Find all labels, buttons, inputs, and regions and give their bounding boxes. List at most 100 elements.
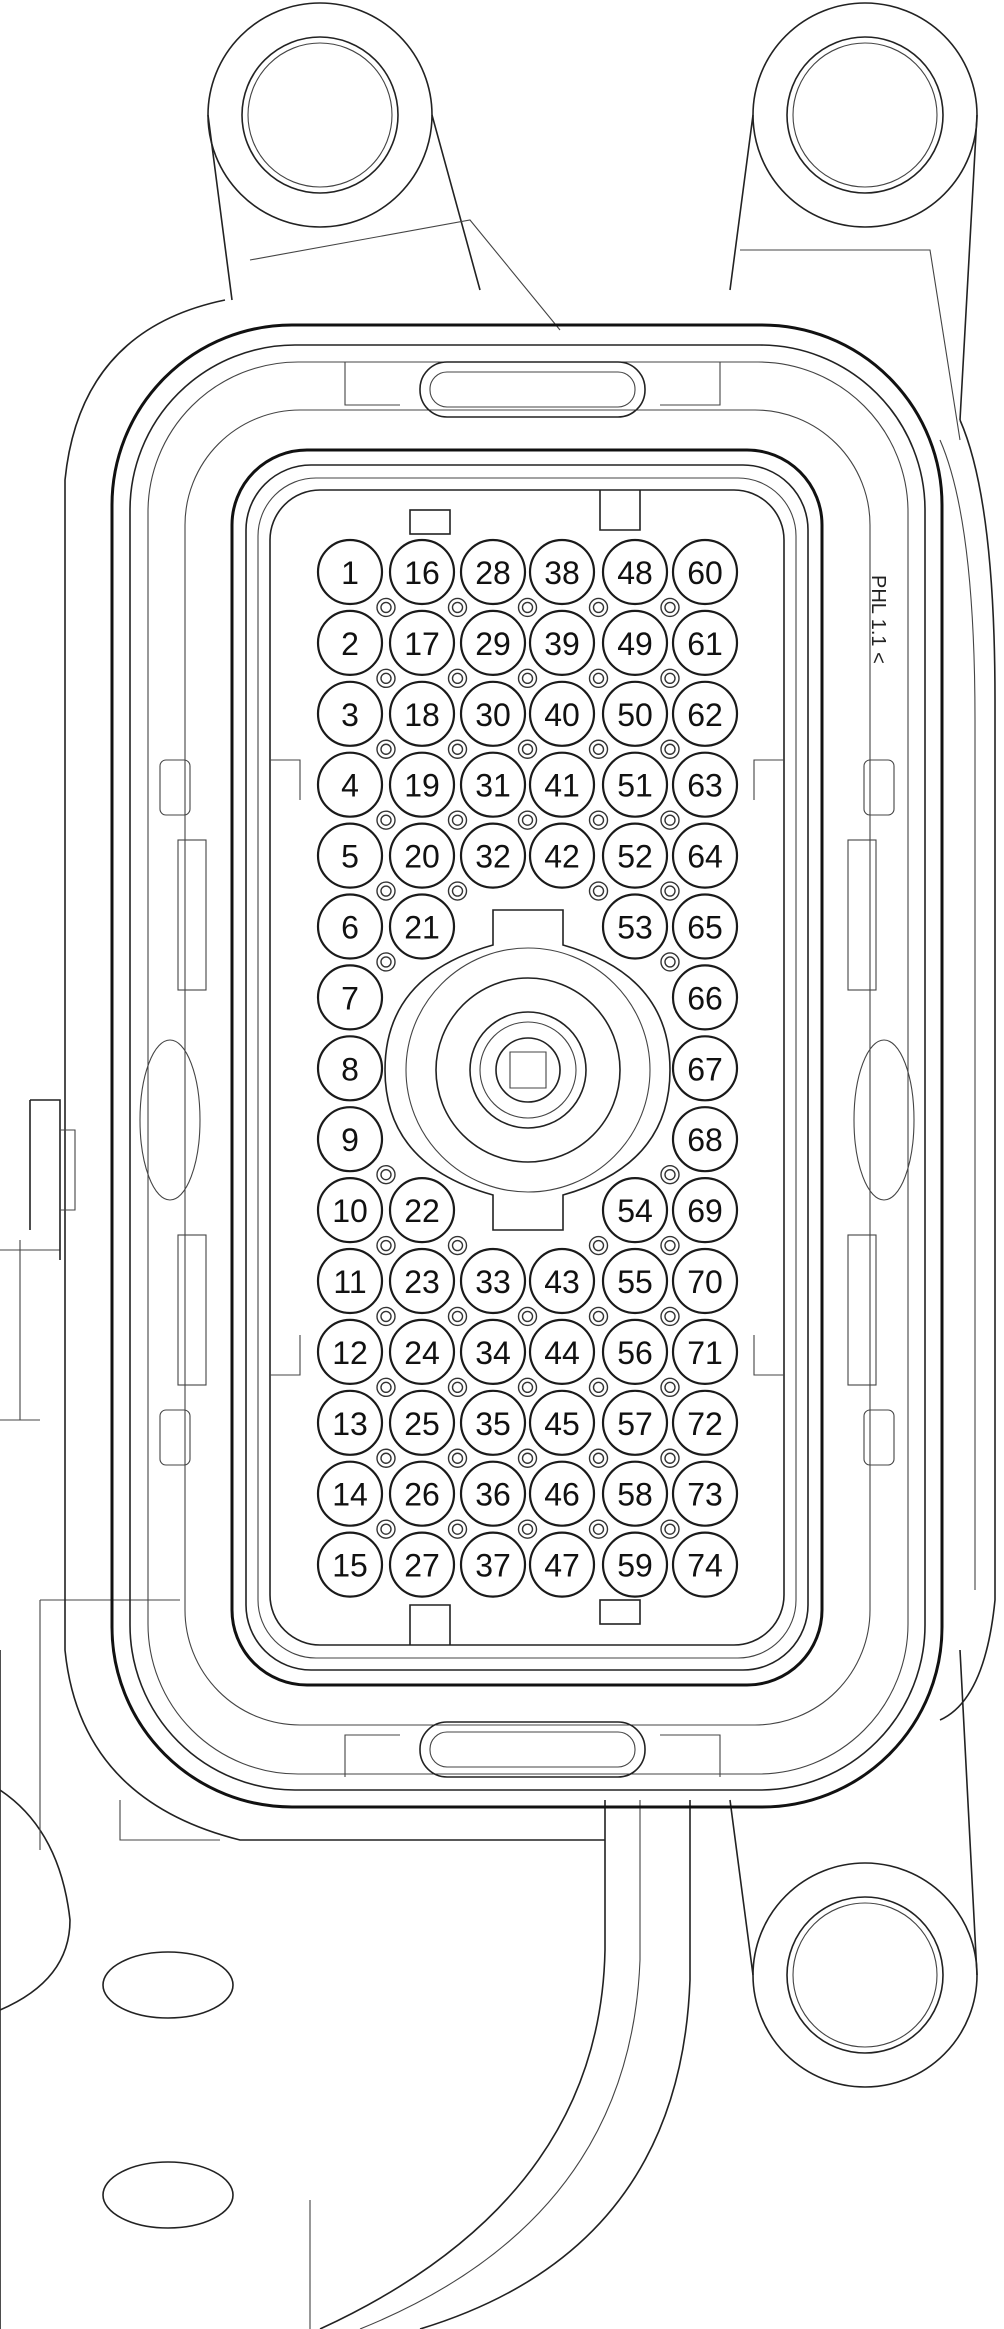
small-pin-inner bbox=[592, 1523, 605, 1535]
small-pin-inner bbox=[664, 1452, 676, 1464]
pin-label: 37 bbox=[475, 1548, 511, 1584]
pin-label: 56 bbox=[617, 1335, 653, 1371]
pin-circle bbox=[316, 1389, 384, 1456]
mounting-ear-top-left bbox=[207, 2, 561, 331]
small-pin-inner bbox=[664, 1381, 676, 1394]
pin-70: 70 bbox=[671, 1247, 739, 1315]
pin-circle bbox=[671, 1389, 739, 1456]
pin-label: 19 bbox=[404, 768, 440, 804]
pin-label: 64 bbox=[687, 839, 723, 875]
pin-label: 31 bbox=[475, 768, 511, 804]
pin-label: 48 bbox=[617, 555, 653, 591]
pin-label: 2 bbox=[341, 626, 359, 662]
pin-72: 72 bbox=[671, 1389, 739, 1456]
pin-7: 7 bbox=[316, 964, 384, 1031]
pin-circle bbox=[388, 1176, 456, 1244]
pin-71: 71 bbox=[671, 1318, 739, 1386]
pin-circle bbox=[671, 1318, 739, 1386]
pin-circle bbox=[316, 964, 384, 1031]
small-pin-inner bbox=[521, 814, 534, 826]
pin-label: 63 bbox=[687, 768, 723, 804]
small-pin-inner bbox=[380, 1452, 392, 1464]
small-pin-inner bbox=[521, 1310, 534, 1323]
pin-circle bbox=[601, 1247, 669, 1315]
mounting-ear-top-right bbox=[729, 2, 978, 441]
pin-34: 34 bbox=[459, 1318, 527, 1386]
pin-label: 74 bbox=[687, 1548, 723, 1584]
pin-43: 43 bbox=[528, 1247, 596, 1315]
pin-label: 68 bbox=[687, 1122, 723, 1158]
pin-label: 23 bbox=[404, 1264, 440, 1300]
pin-circle bbox=[601, 1460, 669, 1527]
pin-16: 16 bbox=[388, 538, 456, 606]
pin-10: 10 bbox=[316, 1176, 384, 1244]
small-pin-inner bbox=[592, 1452, 605, 1464]
small-pin-inner bbox=[521, 1523, 534, 1535]
pin-36: 36 bbox=[459, 1460, 527, 1527]
pin-28: 28 bbox=[459, 538, 527, 606]
pin-label: 20 bbox=[404, 839, 440, 875]
pin-circle bbox=[388, 822, 456, 889]
pin-circle bbox=[671, 964, 739, 1031]
pin-14: 14 bbox=[316, 1460, 384, 1527]
pin-label: 50 bbox=[617, 697, 653, 733]
pin-37: 37 bbox=[459, 1531, 527, 1598]
pin-15: 15 bbox=[316, 1531, 384, 1598]
small-pin-inner bbox=[664, 814, 676, 826]
pin-67: 67 bbox=[671, 1035, 739, 1102]
pin-50: 50 bbox=[601, 680, 669, 747]
pin-label: 67 bbox=[687, 1051, 723, 1087]
pin-circle bbox=[459, 1318, 527, 1386]
pin-57: 57 bbox=[601, 1389, 669, 1456]
pin-47: 47 bbox=[528, 1531, 596, 1598]
pin-label: 35 bbox=[475, 1406, 511, 1442]
pin-circle bbox=[671, 1035, 739, 1102]
pin-circle bbox=[528, 538, 596, 606]
pin-circle bbox=[528, 822, 596, 889]
pin-circle bbox=[601, 538, 669, 606]
pin-5: 5 bbox=[316, 822, 384, 889]
pin-circle bbox=[528, 1460, 596, 1527]
latch-bottom bbox=[344, 1721, 721, 1778]
pin-42: 42 bbox=[528, 822, 596, 889]
small-pin-inner bbox=[451, 601, 464, 614]
pin-circle bbox=[528, 1389, 596, 1456]
pin-circle bbox=[459, 538, 527, 606]
side-keyways bbox=[139, 759, 915, 1466]
pin-circle bbox=[316, 751, 384, 818]
pin-label: 54 bbox=[617, 1193, 653, 1229]
inner-keys bbox=[270, 490, 784, 1645]
pin-circle bbox=[528, 1531, 596, 1598]
pin-label: 69 bbox=[687, 1193, 723, 1229]
pin-label: 49 bbox=[617, 626, 653, 662]
pin-circle bbox=[459, 609, 527, 677]
pin-22: 22 bbox=[388, 1176, 456, 1244]
pin-51: 51 bbox=[601, 751, 669, 818]
small-pin-inner bbox=[664, 1523, 676, 1535]
pin-circle bbox=[388, 1247, 456, 1315]
pin-circle bbox=[528, 1247, 596, 1315]
small-pin-inner bbox=[664, 601, 676, 614]
small-pin-inner bbox=[664, 1239, 676, 1252]
pin-53: 53 bbox=[601, 893, 669, 960]
small-pin-inner bbox=[592, 743, 605, 755]
pin-62: 62 bbox=[671, 680, 739, 747]
pin-label: 61 bbox=[687, 626, 723, 662]
pin-49: 49 bbox=[601, 609, 669, 677]
pin-label: 18 bbox=[404, 697, 440, 733]
pin-label: 71 bbox=[687, 1335, 723, 1371]
pin-label: 32 bbox=[475, 839, 511, 875]
pin-59: 59 bbox=[601, 1531, 669, 1598]
pin-41: 41 bbox=[528, 751, 596, 818]
pin-9: 9 bbox=[316, 1106, 384, 1173]
pin-circle bbox=[388, 1389, 456, 1456]
pin-circle bbox=[316, 1531, 384, 1598]
small-pin-inner bbox=[664, 956, 676, 968]
pin-label: 5 bbox=[341, 839, 359, 875]
pin-label: 11 bbox=[333, 1264, 366, 1300]
pin-61: 61 bbox=[671, 609, 739, 677]
pin-circle bbox=[459, 1460, 527, 1527]
pin-18: 18 bbox=[388, 680, 456, 747]
pin-label: 13 bbox=[332, 1406, 368, 1442]
